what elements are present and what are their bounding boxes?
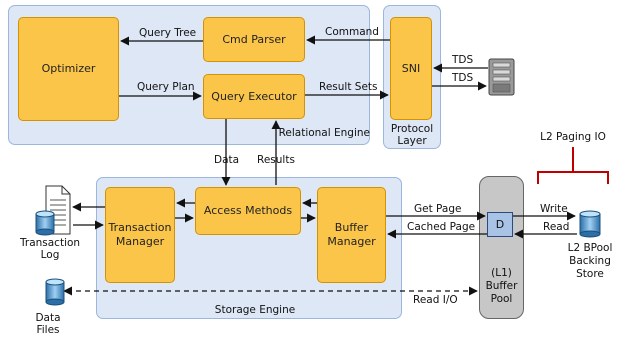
cmd-parser-box: Cmd Parser	[203, 17, 305, 62]
client-computer-icon	[488, 58, 515, 96]
query-executor-box: Query Executor	[203, 74, 305, 119]
query-tree-label: Query Tree	[139, 27, 197, 39]
read-label: Read	[543, 221, 570, 233]
l2-paging-label: L2 Paging IO	[540, 131, 606, 143]
storage-engine-label: Storage Engine	[214, 304, 296, 316]
cached-page-label: Cached Page	[407, 221, 476, 233]
buffer-manager-box: Buffer Manager	[317, 187, 386, 283]
buffer-pool-label-2: Buffer	[485, 280, 518, 292]
sni-label: SNI	[401, 61, 421, 75]
query-executor-label: Query Executor	[211, 89, 297, 103]
buffer-manager-label-1: Buffer	[334, 221, 369, 234]
transaction-log-label-1: Transaction	[20, 237, 81, 249]
l2-paging-bracket	[537, 147, 609, 184]
sni-box: SNI	[390, 17, 432, 120]
l2-store-label-2: Backing	[569, 255, 611, 267]
data-label: Data	[214, 154, 240, 166]
buffer-pool-label-1: (L1)	[491, 267, 512, 279]
access-methods-label: Access Methods	[203, 204, 293, 217]
transaction-manager-box: Transaction Manager	[105, 187, 175, 283]
read-io-label: Read I/O	[413, 294, 458, 306]
relational-engine-label: Relational Engine	[278, 127, 370, 139]
buffer-pool	[479, 176, 524, 319]
protocol-layer-label-1: Protocol	[390, 123, 434, 135]
transaction-log-label-2: Log	[40, 249, 60, 261]
l2-store-label-3: Store	[576, 268, 604, 280]
protocol-layer-label-2: Layer	[397, 135, 427, 147]
results-label: Results	[257, 154, 295, 166]
tds-out-label: TDS	[452, 72, 474, 84]
buffer-pool-label-3: Pool	[490, 293, 513, 305]
result-sets-label: Result Sets	[319, 81, 378, 93]
optimizer-label: Optimizer	[41, 62, 96, 75]
buffer-manager-label-2: Manager	[327, 235, 376, 248]
cached-page-box: D	[487, 212, 513, 237]
tds-in-label: TDS	[452, 54, 474, 66]
write-label: Write	[540, 203, 568, 215]
log-database-icon	[35, 210, 55, 236]
data-files-database-icon	[45, 278, 65, 306]
data-files-label-1: Data	[35, 312, 61, 324]
get-page-label: Get Page	[414, 203, 462, 215]
cached-page-box-label: D	[495, 218, 505, 231]
access-methods-box: Access Methods	[195, 187, 301, 235]
command-label: Command	[325, 26, 379, 38]
transaction-manager-label-2: Manager	[115, 235, 165, 248]
transaction-manager-label-1: Transaction	[108, 221, 172, 234]
optimizer-box: Optimizer	[18, 17, 119, 121]
l2-store-database-icon	[579, 210, 601, 238]
data-files-label-2: Files	[36, 324, 60, 336]
query-plan-label: Query Plan	[137, 81, 195, 93]
l2-store-label-1: L2 BPool	[567, 242, 613, 254]
cmd-parser-label: Cmd Parser	[222, 32, 286, 46]
